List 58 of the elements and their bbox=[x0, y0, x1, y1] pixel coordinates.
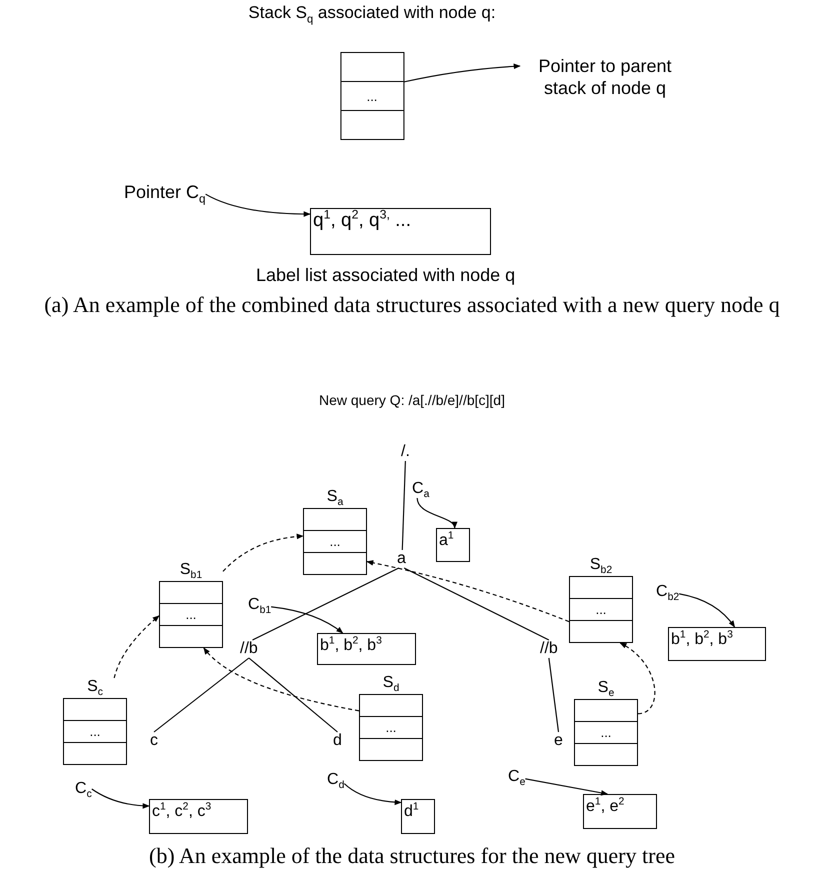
pointer-label: Pointer to parent stack of node q bbox=[520, 55, 690, 99]
figure-caption: (b) An example of the data structures for the new query tree bbox=[148, 843, 676, 868]
pointer-arrow bbox=[271, 606, 344, 634]
caption-text: Label list associated with node q bbox=[256, 266, 516, 284]
stack-label: S$_{e}$ bbox=[598, 679, 614, 697]
pointer-label: C$_{c}$ bbox=[75, 780, 92, 798]
tree-node-label: //b bbox=[240, 640, 258, 658]
dashed-arrow bbox=[203, 647, 360, 712]
tree-edge bbox=[548, 658, 560, 732]
pointer-label: C$_{e}$ bbox=[508, 768, 526, 786]
tree-node-label: /. bbox=[401, 443, 410, 461]
pointer-arrow bbox=[344, 783, 402, 805]
figure-caption: (a) An example of the combined data structures associated with a new query node q bbox=[43, 292, 781, 317]
label-list-box: b$^{1}$, b$^{2}$, b$^{3}$ bbox=[668, 627, 766, 661]
label-list-box: e$^{1}$, e$^{2}$ bbox=[583, 794, 657, 829]
label-list-box: d$^{1}$ bbox=[401, 799, 435, 834]
pointer-arrow bbox=[92, 788, 150, 809]
pointer-arrow bbox=[205, 194, 311, 217]
dashed-arrow bbox=[114, 615, 160, 678]
ellipsis-text: ... bbox=[90, 724, 100, 739]
ellipsis-text: ... bbox=[386, 720, 396, 735]
ellipsis-text: ... bbox=[596, 602, 606, 617]
stack-label: S$_{b2}$ bbox=[590, 556, 612, 574]
pointer-label: C$_{b2}$ bbox=[656, 583, 680, 601]
label-list-box: q$^{1}$, q$^{2}$, q$^{3,}$ ... bbox=[310, 208, 491, 255]
tree-node-label: //b bbox=[540, 640, 558, 658]
label-list-box: a$^{1}$ bbox=[436, 528, 470, 562]
dashed-arrow bbox=[366, 560, 570, 622]
pointer-label: C$_{b1}$ bbox=[248, 596, 272, 614]
tree-edge bbox=[248, 658, 338, 732]
pointer-arrow bbox=[679, 593, 736, 628]
ellipsis-text: ... bbox=[330, 534, 340, 549]
tree-node-label: c bbox=[150, 732, 158, 750]
label-list-box: c$^{1}$, c$^{2}$, c$^{3}$ bbox=[149, 799, 248, 834]
tree-node-label: e bbox=[554, 732, 563, 750]
query-text: New query Q: /a[.//b/e]//b[c][d] bbox=[318, 392, 506, 408]
stack-label: S$_{a}$ bbox=[326, 488, 344, 506]
tree-node-label: d bbox=[333, 732, 342, 750]
stack-label: S$_{d}$ bbox=[382, 674, 400, 692]
ellipsis-text: ... bbox=[186, 607, 196, 622]
tree-node-label: a bbox=[397, 550, 406, 568]
tree-edge bbox=[402, 460, 406, 550]
pointer-arrow bbox=[416, 498, 456, 529]
pointer-arrow bbox=[404, 64, 521, 82]
tree-edge bbox=[404, 568, 550, 640]
stack-label: S$_{c}$ bbox=[87, 678, 103, 696]
pointer-label: C$_{d}$ bbox=[327, 771, 344, 789]
pointer-label: Pointer C$_{q}$ bbox=[124, 181, 206, 203]
pointer-arrow bbox=[525, 778, 608, 796]
stack-label: S$_{b1}$ bbox=[180, 561, 202, 579]
dashed-arrow bbox=[222, 534, 304, 572]
tree-edge bbox=[154, 658, 250, 732]
tree-edge bbox=[252, 568, 400, 640]
ellipsis-text: ... bbox=[366, 88, 378, 104]
ellipsis-text: ... bbox=[600, 725, 612, 740]
label-list-box: b$^{1}$, b$^{2}$, b$^{3}$ bbox=[317, 633, 416, 665]
pointer-label: C$_{a}$ bbox=[412, 480, 430, 498]
dashed-arrow bbox=[620, 642, 656, 714]
